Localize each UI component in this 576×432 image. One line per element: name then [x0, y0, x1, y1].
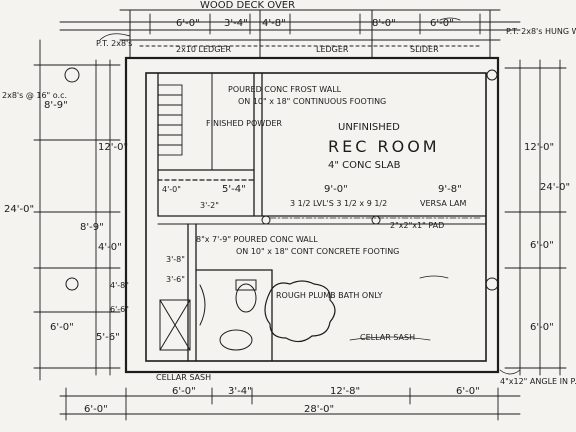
left-dim-g: 5'-6": [96, 332, 120, 343]
foundation-walls: [124, 56, 500, 374]
bottom-dim-2: 3'-4": [228, 386, 252, 397]
left-dim-d: 8'-9": [80, 222, 104, 233]
right-dimension-lines: [504, 59, 567, 376]
left-small-dim-3: 3'-8": [166, 255, 185, 264]
bottom-dim-left: 6'-0": [84, 404, 108, 415]
bottom-dim-1: 6'-0": [172, 386, 196, 397]
left-dim-c: 24'-0": [4, 204, 34, 215]
interior-partitions: [157, 72, 487, 362]
sink: [219, 329, 253, 351]
drawing-labels: WOOD DECK OVER 6'-0" 3'-4" 4'-8" 8'-0" 6…: [2, 0, 576, 415]
stair: [157, 84, 183, 156]
rec-room-label: REC ROOM: [328, 137, 440, 156]
right-dim-d: 6'-0": [530, 322, 554, 333]
top-dimension-lines: [59, 13, 521, 35]
ledger-left-note: 2x10 LEDGER: [176, 45, 231, 54]
mid-dim-1: 5'-4": [222, 184, 246, 195]
frost-wall-note-2: ON 10" x 18" CONTINUOUS FOOTING: [238, 97, 386, 106]
left-dim-b: 12'-0": [98, 142, 128, 153]
versalam-note: VERSA LAM: [420, 199, 466, 208]
bottom-dim-3: 12'-8": [330, 386, 360, 397]
top-dim-2: 3'-4": [224, 18, 248, 29]
unfinished-label: UNFINISHED: [338, 122, 400, 133]
top-dim-3: 4'-8": [262, 18, 286, 29]
top-dim-4: 8'-0": [372, 18, 396, 29]
small-dim-2: 3'-6": [166, 275, 185, 284]
pt-left-note: P.T. 2x8's: [96, 39, 132, 48]
rough-plumb-cloud: [264, 280, 336, 343]
deck-title: WOOD DECK OVER: [200, 0, 295, 11]
left-dim-f: 6'-0": [50, 322, 74, 333]
outer-wall-line: [124, 56, 500, 374]
bottom-dim-4: 6'-0": [456, 386, 480, 397]
post-pad-note: 2"x2"x1" PAD: [390, 221, 444, 230]
frost-wall-note-1: POURED CONC FROST WALL: [228, 85, 342, 94]
mid-dim-4: 4'-0": [162, 185, 181, 194]
bottom-dimension-lines: [59, 387, 521, 421]
beam-note: 3 1/2 LVL'S 3 1/2 x 9 1/2: [290, 199, 387, 208]
pt-right-note: P.T. 2x8's HUNG W/ HANGERS: [506, 27, 576, 36]
deck-framing: [119, 9, 501, 59]
cellar-sash-note: CELLAR SASH: [360, 333, 415, 342]
inner-wall-line: [145, 72, 487, 362]
top-dim-1: 6'-0": [176, 18, 200, 29]
cellar-sash-note-2: CELLAR SASH: [156, 373, 211, 382]
left-small-dim-1: 6'-6": [110, 305, 129, 314]
small-dim-1: 3'-2": [200, 201, 219, 210]
mid-dim-2: 9'-0": [324, 184, 348, 195]
mid-dim-3: 9'-8": [438, 184, 462, 195]
right-dim-b: 24'-0": [540, 182, 570, 193]
left-dimension-lines: [33, 39, 121, 381]
right-dim-a: 12'-0": [524, 142, 554, 153]
sketch-strokes: [99, 17, 521, 375]
column-posts: [64, 67, 499, 291]
left-dim-a: 8'-9": [44, 100, 68, 111]
bottom-dim-overall: 28'-0": [304, 404, 334, 415]
top-dim-5: 6'-0": [430, 18, 454, 29]
joist-spacing-note: 2x8's @ 16" o.c.: [2, 91, 67, 100]
shower: [159, 299, 191, 351]
interior-wall-note-1: 8"x 7'-9" POURED CONC WALL: [196, 235, 318, 244]
left-dim-e: 4'-0": [98, 242, 122, 253]
interior-wall-note-2: ON 10" x 18" CONT CONCRETE FOOTING: [236, 247, 399, 256]
left-small-dim-2: 4'-8": [110, 281, 129, 290]
conc-slab-label: 4" CONC SLAB: [328, 160, 401, 171]
toilet: [235, 283, 257, 313]
ledger-mid-note: LEDGER: [316, 45, 349, 54]
lintel-note: 4"x12" ANGLE IN P.T. 16" MAX: [500, 377, 576, 386]
slider-note: SLIDER: [410, 45, 439, 54]
rough-plumb-note: ROUGH PLUMB BATH ONLY: [276, 291, 383, 300]
bath-fixtures: [159, 279, 257, 351]
powder-room-label: FINISHED POWDER: [206, 119, 282, 128]
right-dim-c: 6'-0": [530, 240, 554, 251]
